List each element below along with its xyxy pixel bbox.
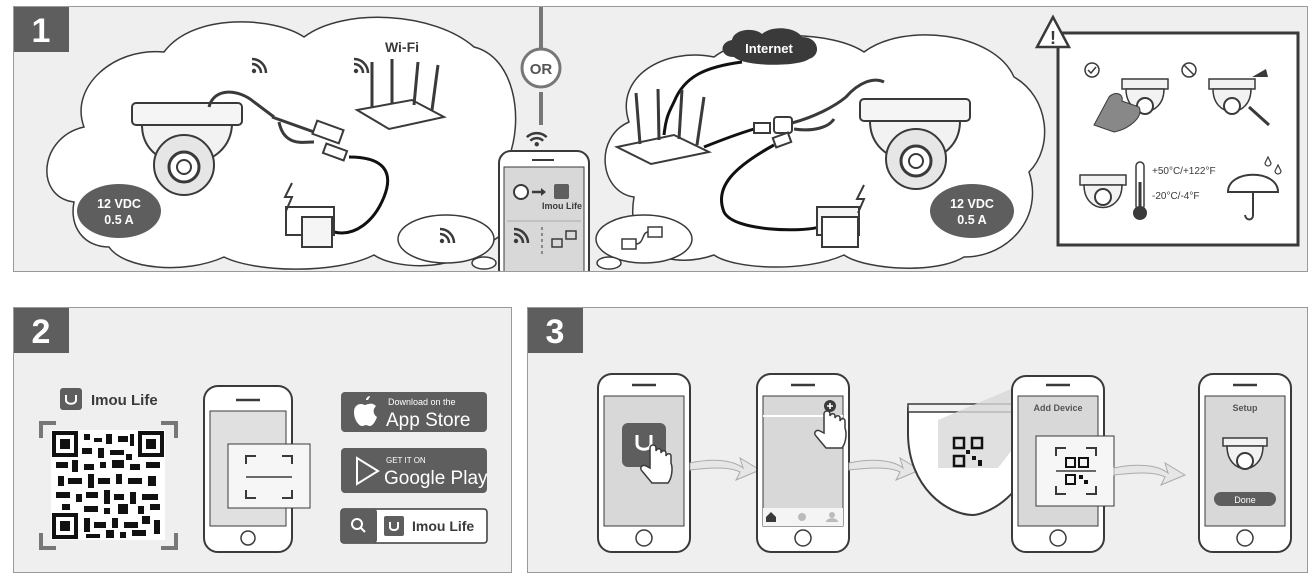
imou-logo-icon [60, 388, 82, 410]
internet-cloud: Internet [722, 28, 818, 65]
warning-icon [1034, 14, 1072, 49]
qr-code-icon [39, 421, 178, 550]
internet-label: Internet [745, 41, 793, 56]
wifi-icon [525, 126, 549, 149]
phone-add-device [756, 373, 850, 553]
step1-illustration: 1 Wi-Fi 12 VDC 0.5 A [14, 7, 1300, 282]
power-adapter-icon [816, 206, 860, 248]
qr-code-icon [952, 436, 984, 468]
prohibit-icon [1181, 62, 1197, 78]
google-play-button[interactable]: GET IT ON Google Play [341, 448, 488, 493]
or-label: OR [530, 61, 553, 78]
phone-setup: Setup Done [1198, 373, 1292, 553]
caution-box: ! +50°C/+122°F -20°C/-4°F [1034, 14, 1300, 247]
camera-icon [1222, 437, 1268, 470]
power-right-volt: 12 VDC [950, 197, 994, 211]
camera-qr [907, 386, 1034, 517]
power-left-amp: 0.5 A [104, 213, 133, 227]
lightning-icon [855, 184, 866, 214]
brand-label: Imou Life [91, 392, 158, 409]
step3-panel: 3 [527, 307, 1308, 573]
chat-icon[interactable] [798, 513, 806, 521]
search-label: Imou Life [412, 518, 474, 534]
appstore-big: App Store [386, 410, 471, 431]
step1-panel: 1 Wi-Fi 12 VDC 0.5 A [13, 6, 1308, 282]
google-play-icon [356, 456, 380, 486]
done-button[interactable] [1214, 492, 1276, 506]
phone-open-app [597, 373, 691, 553]
step3-illustration: 3 [528, 308, 1292, 553]
center-phone: Imou Life [498, 150, 590, 282]
step3-number: 3 [546, 313, 565, 351]
wifi-label: Wi-Fi [385, 39, 419, 55]
setup-title: Setup [1232, 403, 1258, 413]
power-adapter-icon [285, 206, 335, 248]
step2-number: 2 [32, 313, 51, 351]
router-icon [613, 88, 713, 166]
power-spec-right: 12 VDC 0.5 A [930, 184, 1014, 238]
thermometer-icon [1133, 161, 1147, 220]
power-left-volt: 12 VDC [97, 197, 141, 211]
camera-icon [859, 98, 971, 190]
wifi-bubble [397, 214, 497, 270]
app-store-button[interactable]: Download on the App Store [341, 392, 487, 432]
step2-illustration: 2 Imou Life [14, 308, 488, 553]
or-circle [520, 47, 562, 89]
step1-number: 1 [32, 12, 51, 50]
done-label: Done [1234, 495, 1256, 505]
googleplay-small: GET IT ON [386, 456, 426, 465]
googleplay-big: Google Play [384, 468, 488, 489]
step2-panel: 2 Imou Life [13, 307, 512, 573]
camera-icon [131, 102, 243, 196]
temp-high: +50°C/+122°F [1152, 166, 1216, 177]
power-right-amp: 0.5 A [957, 213, 986, 227]
lightning-icon [283, 182, 294, 212]
hand-pointer-icon [814, 410, 847, 449]
apple-icon [354, 396, 377, 426]
power-spec-left: 12 VDC 0.5 A [77, 184, 161, 238]
step1-badge: 1 [14, 7, 69, 52]
home-icon[interactable] [766, 512, 776, 522]
step2-badge [14, 308, 69, 353]
umbrella-icon [1226, 155, 1282, 221]
phone-scan-qr: Add Device [1011, 375, 1115, 553]
user-icon[interactable] [829, 512, 835, 518]
check-icon [1084, 62, 1100, 78]
svg-text:!: ! [1050, 28, 1056, 48]
add-device-title: Add Device [1033, 403, 1082, 413]
imou-logo-icon [384, 516, 404, 536]
search-icon [351, 518, 363, 530]
app-search-box[interactable]: Imou Life [340, 508, 488, 544]
step3-badge [528, 308, 583, 353]
router-icon [354, 59, 447, 131]
imou-logo-icon [554, 184, 569, 199]
scan-phone [203, 385, 311, 553]
phone-app-label: Imou Life [542, 201, 582, 211]
left-cloud [46, 16, 521, 270]
appstore-small: Download on the [388, 397, 456, 407]
temp-low: -20°C/-4°F [1152, 191, 1199, 202]
ethernet-bubble [595, 214, 693, 270]
hand-pointer-icon [640, 444, 673, 484]
